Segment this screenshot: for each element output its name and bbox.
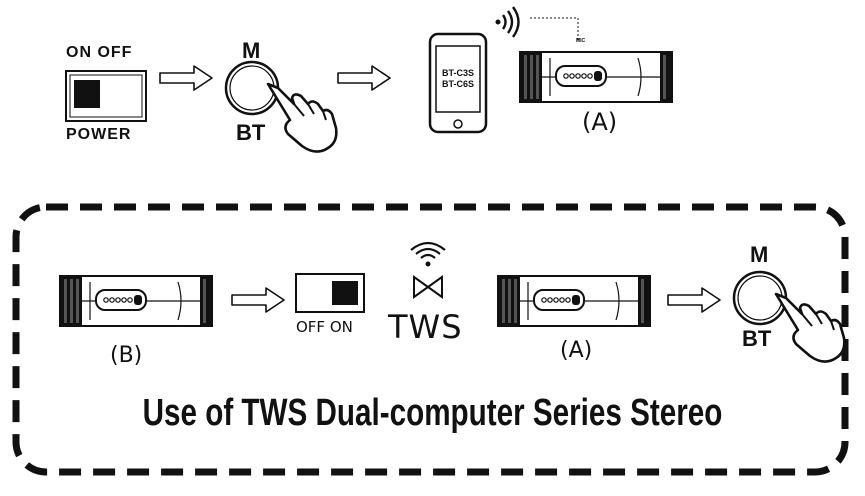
button-label-m: M — [242, 38, 261, 63]
phone-icon — [428, 32, 488, 134]
phone-model-line1: BT-C3S — [441, 68, 474, 78]
tws-signal-icon — [410, 241, 446, 267]
switch-label-on-off: ON OFF — [66, 44, 133, 61]
button-label-bt: BT — [236, 120, 266, 145]
tws-switch — [295, 273, 365, 313]
phone-model-line2: BT-C6S — [441, 79, 474, 89]
device-a-top — [519, 51, 673, 103]
switch-label-power: POWER — [66, 126, 132, 143]
arrow-icon — [337, 65, 391, 91]
mic-leader-line — [530, 17, 579, 40]
tws-switch-label: OFF ON — [296, 318, 353, 336]
caption: Use of TWS Dual-computer Series Stereo — [142, 392, 723, 434]
wireless-signal-icon — [495, 6, 520, 38]
tws-label: TWS — [388, 308, 463, 346]
device-label-a-top: (A) — [582, 108, 618, 136]
device-b — [59, 275, 213, 327]
tws-link-icon — [413, 275, 443, 299]
arrow-icon — [667, 287, 721, 313]
device-label-b: (B) — [110, 343, 143, 368]
button-label-bt-bottom: BT — [742, 326, 772, 351]
power-switch — [65, 70, 147, 122]
arrow-icon — [159, 65, 213, 91]
hand-pointer-icon — [774, 292, 846, 363]
arrow-icon — [231, 287, 285, 313]
mic-label: MIC — [576, 38, 586, 44]
device-a-bottom — [497, 275, 651, 327]
mode-button-top — [224, 60, 280, 116]
hand-pointer-icon — [266, 82, 338, 153]
device-label-a-bottom: (A) — [560, 338, 593, 363]
button-label-m-bottom: M — [750, 242, 769, 267]
